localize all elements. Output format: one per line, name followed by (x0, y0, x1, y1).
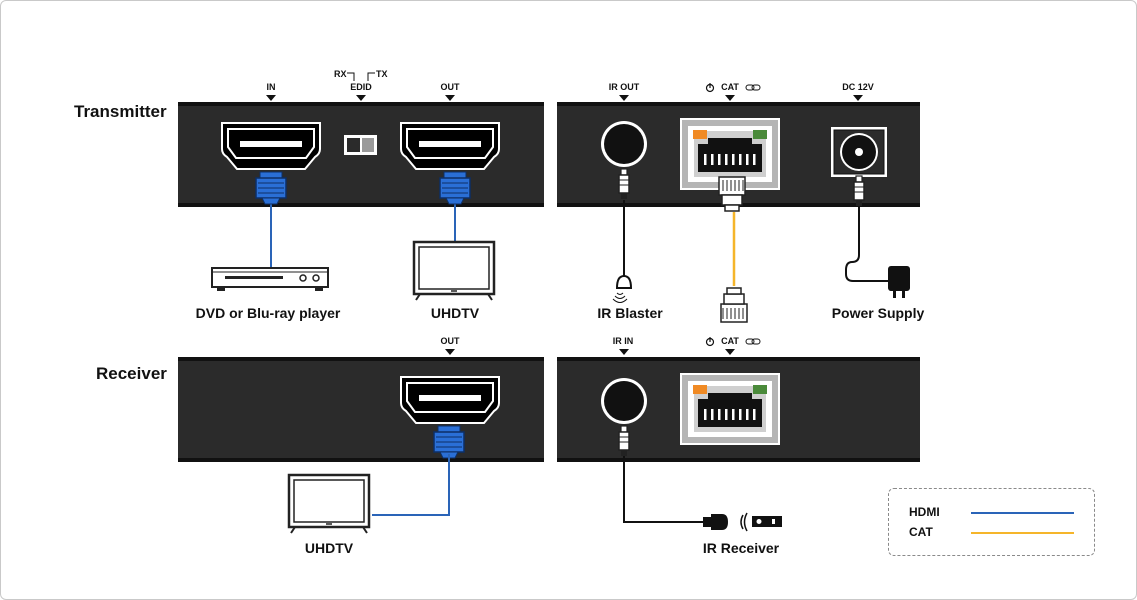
legend-label-hdmi: HDMI (909, 505, 940, 519)
port-label-in: IN (266, 82, 276, 92)
ir-receiver-icon (703, 512, 782, 532)
device-label-ir-receiver: IR Receiver (702, 540, 780, 556)
receiver-title: Receiver (96, 364, 167, 383)
port-label-cat-rx: CAT (721, 336, 739, 346)
port-label-out: OUT (440, 82, 460, 92)
port-label-out-rx: OUT (440, 336, 460, 346)
cat-port-rx (680, 373, 780, 445)
uhdtv-icon (412, 240, 496, 302)
edid-switch[interactable] (344, 135, 377, 155)
hdmi-in-port (221, 122, 321, 170)
ir-out-jack (601, 121, 647, 167)
legend: HDMI CAT (888, 488, 1095, 556)
power-adapter-icon (888, 266, 910, 298)
port-label-cat: CAT (721, 82, 739, 92)
ir-in-jack (601, 378, 647, 424)
legend-line-cat (971, 532, 1074, 534)
device-label-dvd: DVD or Blu-ray player (195, 305, 341, 321)
port-label-dc: DC 12V (842, 82, 874, 92)
dc-power-jack (831, 127, 887, 177)
power-icon (705, 83, 715, 93)
dvd-player-icon (211, 267, 329, 291)
link-icon (745, 338, 761, 345)
transmitter-title: Transmitter (74, 102, 167, 121)
edid-tx-label: TX (376, 69, 388, 79)
device-label-power-supply: Power Supply (831, 305, 925, 321)
legend-line-hdmi (971, 512, 1074, 514)
port-label-edid: EDID (350, 82, 372, 92)
power-icon (705, 337, 715, 347)
edid-rx-label: RX (334, 69, 347, 79)
device-label-uhdtv: UHDTV (430, 305, 480, 321)
port-label-ir-out: IR OUT (608, 82, 640, 92)
device-label-uhdtv-rx: UHDTV (304, 540, 354, 556)
uhdtv-icon (287, 473, 371, 535)
hdmi-out-port (400, 122, 500, 170)
hdmi-out-port-rx (400, 376, 500, 424)
legend-label-cat: CAT (909, 525, 933, 539)
port-label-ir-in: IR IN (612, 336, 634, 346)
ir-blaster-icon (612, 274, 633, 303)
link-icon (745, 84, 761, 91)
device-label-ir-blaster: IR Blaster (597, 305, 663, 321)
